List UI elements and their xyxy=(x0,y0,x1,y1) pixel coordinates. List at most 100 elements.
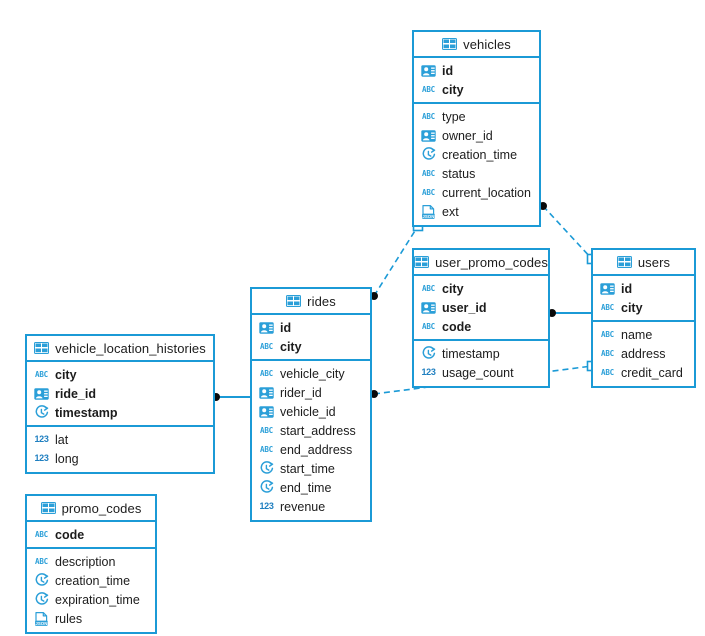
column-name: owner_id xyxy=(442,128,493,143)
table-header-rides[interactable]: rides xyxy=(252,289,370,315)
clock-icon xyxy=(421,346,436,361)
primary-key-row[interactable]: id xyxy=(252,318,370,337)
primary-key-row[interactable]: id xyxy=(414,61,539,80)
abc-string-icon: ABC xyxy=(35,556,48,566)
table-header-user_promo_codes[interactable]: user_promo_codes xyxy=(414,250,548,276)
column-row[interactable]: 123 lat xyxy=(27,430,213,449)
table-grid-icon xyxy=(442,37,458,52)
abc-string-icon: ABC xyxy=(422,321,435,331)
primary-key-row[interactable]: timestamp xyxy=(27,403,213,422)
column-name: creation_time xyxy=(55,573,131,588)
column-name: id xyxy=(280,320,292,335)
clock-icon xyxy=(34,405,49,420)
table-header-vehicle_location_histories[interactable]: vehicle_location_histories xyxy=(27,336,213,362)
table-grid-icon xyxy=(34,341,50,356)
number-123-icon: 123 xyxy=(34,453,49,463)
table-grid-icon xyxy=(40,501,56,516)
table-title: vehicles xyxy=(463,36,511,52)
column-row[interactable]: JSON ext xyxy=(414,202,539,221)
column-row[interactable]: expiration_time xyxy=(27,590,155,609)
id-badge-icon xyxy=(421,300,436,315)
svg-text:JSON: JSON xyxy=(35,620,47,625)
abc-string-icon: ABC xyxy=(422,111,435,121)
abc-string-icon: ABC xyxy=(35,369,48,379)
column-name: timestamp xyxy=(442,346,500,361)
column-row[interactable]: end_time xyxy=(252,478,370,497)
column-row[interactable]: ABC address xyxy=(593,344,694,363)
primary-key-row[interactable]: id xyxy=(593,279,694,298)
primary-key-row[interactable]: user_id xyxy=(414,298,548,317)
table-header-users[interactable]: users xyxy=(593,250,694,276)
column-row[interactable]: timestamp xyxy=(414,344,548,363)
column-row[interactable]: owner_id xyxy=(414,126,539,145)
column-name: city xyxy=(280,339,302,354)
table-title: rides xyxy=(307,293,336,309)
column-row[interactable]: vehicle_id xyxy=(252,402,370,421)
number-123-icon: 123 xyxy=(34,434,49,444)
column-row[interactable]: creation_time xyxy=(414,145,539,164)
abc-string-icon: ABC xyxy=(260,425,273,435)
table-title: user_promo_codes xyxy=(435,254,548,270)
column-row[interactable]: start_time xyxy=(252,459,370,478)
column-name: address xyxy=(621,346,666,361)
column-row[interactable]: 123 long xyxy=(27,449,213,468)
table-header-promo_codes[interactable]: promo_codes xyxy=(27,496,155,522)
id-badge-icon xyxy=(600,281,615,296)
relationship-vlh-rides[interactable] xyxy=(212,393,250,401)
column-name: timestamp xyxy=(55,405,118,420)
id-badge-icon xyxy=(421,63,436,78)
primary-key-row[interactable]: ride_id xyxy=(27,384,213,403)
clock-icon xyxy=(34,592,49,607)
abc-string-icon: ABC xyxy=(601,302,614,312)
table-grid-icon xyxy=(286,294,302,309)
column-name: current_location xyxy=(442,185,531,200)
primary-key-row[interactable]: ABC city xyxy=(414,279,548,298)
column-name: id xyxy=(621,281,633,296)
column-row[interactable]: rider_id xyxy=(252,383,370,402)
column-name: revenue xyxy=(280,499,326,514)
abc-string-icon: ABC xyxy=(601,348,614,358)
column-name: ext xyxy=(442,204,459,219)
column-name: city xyxy=(442,82,464,97)
column-row[interactable]: creation_time xyxy=(27,571,155,590)
column-name: city xyxy=(442,281,464,296)
column-name: long xyxy=(55,451,79,466)
abc-string-icon: ABC xyxy=(260,368,273,378)
column-name: vehicle_id xyxy=(280,404,336,419)
column-name: lat xyxy=(55,432,69,447)
abc-string-icon: ABC xyxy=(601,329,614,339)
abc-string-icon: ABC xyxy=(422,283,435,293)
svg-text:JSON: JSON xyxy=(422,213,434,218)
id-badge-icon xyxy=(34,386,49,401)
relationship-user_promo_codes-users[interactable] xyxy=(548,309,592,317)
table-header-vehicles[interactable]: vehicles xyxy=(414,32,539,58)
